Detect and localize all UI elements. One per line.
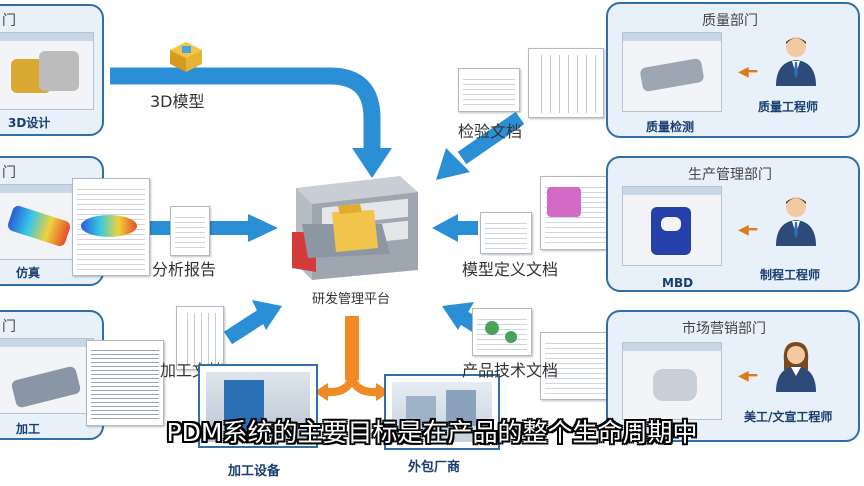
arrow-split-left-head — [314, 383, 328, 401]
arrow-product-tech-head — [442, 302, 474, 330]
flow-label-analysis-report: 分析报告 — [152, 260, 217, 279]
outsourcing-label: 外包厂商 — [408, 460, 461, 475]
arrow-analysis-head — [248, 214, 278, 242]
male-engineer-icon — [776, 37, 816, 86]
marketing-arrow-icon: ◀━ — [738, 368, 758, 384]
production-role-label: 制程工程师 — [760, 268, 821, 282]
panel-simulation-label: 仿真 — [16, 266, 41, 280]
panel-quality: 质量部门 质量检测 ◀━ 质量工程师 — [606, 2, 860, 138]
center-platform-label: 研发管理平台 — [312, 292, 391, 307]
panel-quality-title: 质量部门 — [702, 13, 758, 29]
panel-quality-label: 质量检测 — [646, 120, 695, 134]
panel-3d-design-title: 门 — [2, 13, 16, 29]
panel-production: 生产管理部门 MBD ◀━ 制程工程师 — [606, 156, 860, 292]
mbd-screenshot — [622, 186, 722, 266]
arrow-split-right-head — [376, 383, 390, 401]
inspection-doc-sheet-1 — [458, 68, 520, 112]
video-subtitle: PDM系统的主要目标是在产品的整个生命周期中 — [166, 418, 698, 447]
cube-icon — [170, 42, 202, 72]
arrow-mbd-head — [432, 214, 458, 242]
outsourcing-box — [384, 374, 500, 450]
panel-production-label: MBD — [662, 276, 694, 290]
marketing-screenshot — [622, 342, 722, 420]
production-arrow-icon: ◀━ — [738, 222, 758, 238]
machining-screenshot — [0, 338, 94, 414]
file-cabinet-icon — [292, 176, 418, 280]
male-engineer-icon-2 — [776, 197, 816, 246]
arrow-inspection-head — [436, 148, 470, 180]
product-tech-doc-sheet-2 — [540, 332, 614, 400]
product-tech-doc-sheet-1 — [472, 308, 532, 356]
quality-arrow-icon: ◀━ — [738, 64, 758, 80]
machining-equipment-box — [198, 364, 318, 448]
quality-role-label: 质量工程师 — [758, 100, 819, 114]
arrow-split-curves — [326, 371, 378, 396]
machining-doc-sheet — [176, 306, 224, 370]
panel-simulation-title: 门 — [2, 165, 16, 181]
panel-machining-title: 门 — [2, 319, 16, 335]
machining-equipment-label: 加工设备 — [228, 464, 281, 479]
inspection-doc-sheet-2 — [528, 48, 604, 118]
arrow-inspection — [457, 111, 525, 165]
female-designer-icon — [776, 342, 816, 392]
panel-production-title: 生产管理部门 — [688, 167, 772, 183]
analysis-report-doc — [170, 206, 210, 256]
arrow-3d-model — [110, 67, 381, 150]
panel-marketing-title: 市场营销部门 — [682, 321, 766, 337]
panel-3d-design: 门 3D设计 — [0, 4, 104, 136]
panel-marketing: 市场营销部门 ◀━ 美工/文宣工程师 — [606, 310, 860, 442]
arrow-machining-head — [252, 300, 282, 330]
cad-screenshot — [0, 32, 94, 110]
mbd-doc-sheet-1 — [480, 212, 532, 254]
flow-label-inspection-doc: 检验文档 — [458, 122, 523, 141]
marketing-role-label: 美工/文宣工程师 — [744, 410, 833, 424]
arrow-machining — [223, 309, 267, 345]
panel-machining: 门 加工 — [0, 310, 104, 440]
nc-code-doc — [86, 340, 164, 426]
flow-label-product-tech-doc: 产品技术文档 — [462, 361, 559, 380]
panel-3d-design-label: 3D设计 — [8, 116, 51, 130]
simulation-report-doc — [72, 178, 150, 276]
flow-label-mbd-doc: 模型定义文档 — [462, 260, 559, 279]
quality-screenshot — [622, 32, 722, 112]
arrow-3d-model-head — [352, 148, 392, 178]
flow-label-3d-model: 3D模型 — [150, 92, 205, 111]
panel-machining-label: 加工 — [16, 422, 41, 436]
